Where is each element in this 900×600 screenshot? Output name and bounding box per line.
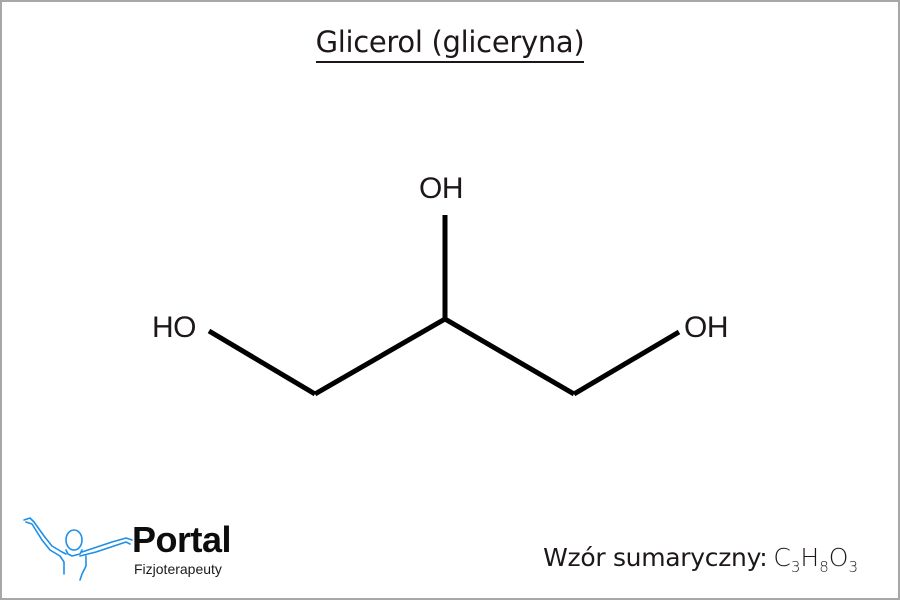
formula-element-c: C [773,543,791,572]
molecular-formula: Wzór sumaryczny:C3H8O3 [543,543,858,575]
hydroxyl-right-label: OH [684,311,729,344]
formula-label: Wzór sumaryczny: [543,543,768,572]
page-title: Glicerol (gliceryna) [2,24,898,63]
formula-value: C3H8O3 [773,543,858,575]
hydroxyl-top-label: OH [419,172,464,205]
title-text: Glicerol (gliceryna) [315,24,585,63]
logo-title: Portal [132,519,232,560]
bond-c1-c2-c3 [313,316,576,397]
person-arms-raised-icon [23,517,133,581]
formula-count-c: 3 [790,558,801,576]
formula-count-o: 3 [848,558,858,576]
logo-subtitle: Fizjoterapeuty [134,561,222,577]
formula-element-h: H [800,543,820,572]
portal-logo: Portal Fizjoterapeuty [22,514,252,584]
formula-element-o: O [828,543,849,572]
formula-count-h: 8 [819,558,829,576]
hydroxyl-left-label: HO [152,311,197,344]
bond-c1-o1 [207,328,317,397]
bond-c3-o3 [572,329,681,397]
